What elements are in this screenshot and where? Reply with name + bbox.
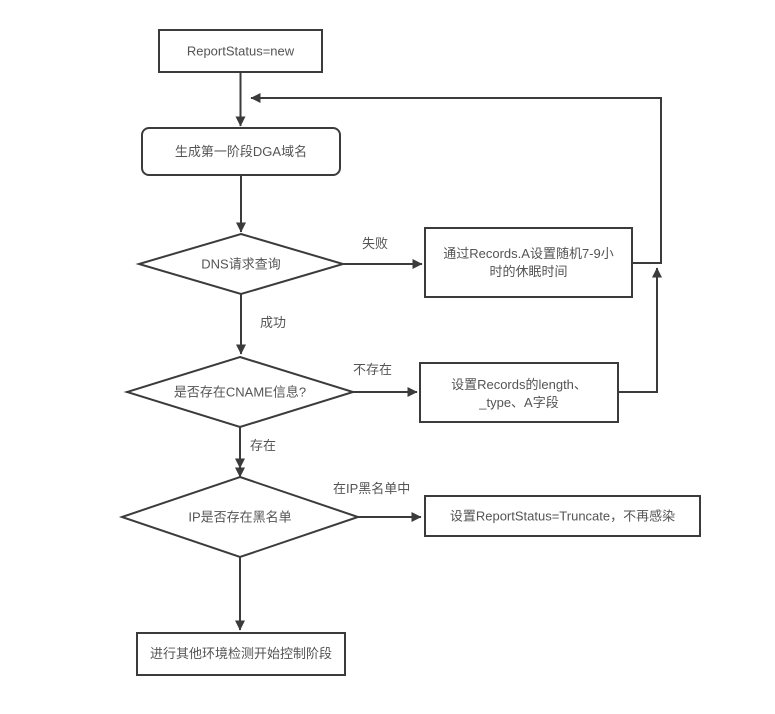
start-node-label: ReportStatus=new: [187, 44, 295, 59]
dns-query-label: DNS请求查询: [201, 257, 280, 272]
edge-loop-sleep-to-mainline: [250, 93, 662, 264]
start-node: ReportStatus=new: [158, 29, 323, 73]
edge-label-exist: 存在: [250, 438, 276, 453]
set-records-label-line2: _type、A字段: [478, 395, 558, 410]
dns-query-diamond: [135, 232, 347, 296]
dns-query-decision: DNS请求查询: [135, 232, 347, 296]
control-stage-box: [136, 632, 346, 676]
control-stage-label: 进行其他环境检测开始控制阶段: [150, 646, 332, 661]
ip-blacklist-decision: IP是否存在黑名单: [118, 475, 362, 559]
generate-dga-box: [141, 127, 341, 176]
sleep-time-label-line1: 通过Records.A设置随机7-9小: [443, 246, 613, 261]
edge-label-not-exist: 不存在: [353, 362, 392, 377]
sleep-time-box: [424, 227, 633, 298]
sleep-time-node: 通过Records.A设置随机7-9小 时的休眠时间: [424, 227, 633, 298]
start-node-box: [158, 29, 323, 73]
ip-blacklist-label: IP是否存在黑名单: [188, 510, 291, 525]
truncate-label: 设置ReportStatus=Truncate，不再感染: [450, 509, 675, 524]
generate-dga-node: 生成第一阶段DGA域名: [141, 127, 341, 176]
set-records-label-line1: 设置Records的length、: [451, 377, 587, 392]
truncate-node: 设置ReportStatus=Truncate，不再感染: [424, 495, 701, 537]
set-records-node: 设置Records的length、 _type、A字段: [419, 362, 619, 423]
truncate-box: [424, 495, 701, 537]
cname-check-label: 是否存在CNAME信息?: [174, 385, 306, 400]
control-stage-node: 进行其他环境检测开始控制阶段: [136, 632, 346, 676]
generate-dga-label: 生成第一阶段DGA域名: [175, 144, 307, 159]
cname-check-decision: 是否存在CNAME信息?: [123, 355, 357, 429]
edge-label-success: 成功: [260, 315, 286, 330]
edge-label-in-blacklist: 在IP黑名单中: [333, 481, 410, 496]
edge-label-fail: 失败: [362, 236, 388, 251]
set-records-box: [419, 362, 619, 423]
edge-loop-setrecords-to-mainline: [618, 267, 662, 393]
sleep-time-label-line2: 时的休眠时间: [489, 264, 567, 279]
ip-blacklist-diamond: [118, 475, 362, 559]
cname-check-diamond: [123, 355, 357, 429]
